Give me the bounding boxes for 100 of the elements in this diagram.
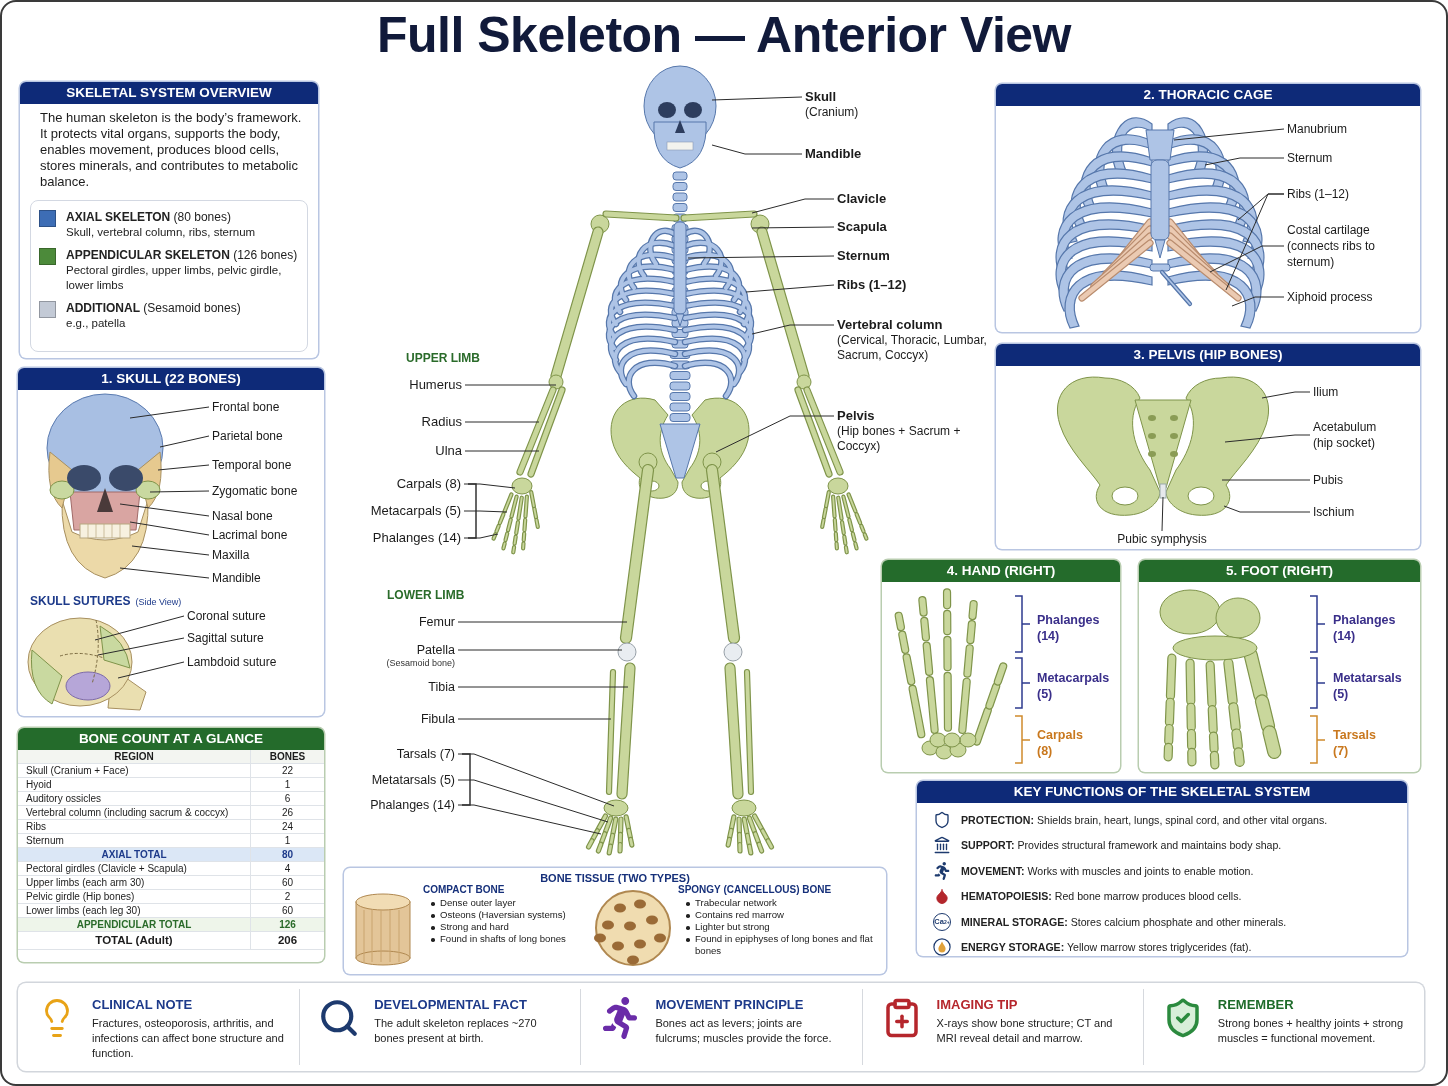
table-cell: BONES [250, 750, 324, 764]
label-note: (Hip bones + Sacrum + Coccyx) [837, 424, 962, 454]
bullet-text: Osteons (Haversian systems) [431, 909, 593, 921]
leader-line [711, 96, 803, 101]
bone-label: Patella [416, 642, 455, 658]
table-cell: 2 [250, 890, 324, 904]
bone-label: Maxilla [212, 547, 250, 563]
table-cell: Lower limbs (each leg 30) [18, 904, 250, 918]
bullet-text: Found in epiphyses of long bones and flat bones [686, 933, 878, 957]
panel-heading: BONE TISSUE (TWO TYPES) [540, 872, 690, 884]
leader-line [457, 649, 623, 651]
panel-card [18, 728, 324, 962]
bone-label: Mandible [805, 146, 862, 162]
note-text: Strong bones + healthy joints + strong muscles = functional movement. [1217, 1016, 1405, 1046]
bone-label: Vertebral column [837, 317, 943, 333]
section-heading: LOWER LIMB [387, 588, 465, 602]
leader-line [149, 490, 210, 493]
leader-line [97, 637, 185, 656]
bracket-label: Phalanges (14) [1037, 612, 1100, 644]
bone-label: Pubic symphysis [1117, 531, 1207, 547]
subheading-note: (Side View) [135, 597, 182, 607]
legend-text: ADDITIONAL (Sesamoid bones) [66, 300, 241, 316]
table-cell: 1 [250, 778, 324, 792]
function-text: PROTECTION: Shields brain, heart, lungs, spinal cord, and other vital organs. [961, 813, 1328, 826]
leader-line [463, 483, 516, 489]
bone-label: Nasal bone [212, 508, 273, 524]
note-title: MOVEMENT PRINCIPLE [655, 997, 805, 1012]
label-note: (Sesamoid bone) [386, 658, 455, 669]
bullet-text: Contains red marrow [686, 909, 878, 921]
leader-line [1173, 128, 1285, 141]
table-cell: AXIAL TOTAL [18, 848, 250, 862]
table-cell: 6 [250, 792, 324, 806]
leader-line [464, 384, 557, 386]
table-cell: Skull (Cranium + Face) [18, 764, 250, 778]
function-text: MOVEMENT: Works with muscles and joints to enable motion. [961, 864, 1254, 877]
leader-line [1261, 391, 1311, 399]
intro-text: The human skeleton is the body’s framework. It protects vital organs, supports the body, enables movement, produces blood cells, stores minerals, and contributes to metabolic balance. [40, 110, 303, 190]
bone-label: Clavicle [837, 191, 887, 207]
bone-label: Costal cartilage (connects ribs to sternum) [1287, 222, 1377, 270]
bone-label: Xiphoid process [1287, 289, 1373, 305]
bracket-label: Metacarpals (5) [1037, 670, 1110, 702]
table-cell: 24 [250, 820, 324, 834]
legend-description: e.g., patella [66, 316, 127, 331]
bullet-text: Lighter but strong [686, 921, 878, 933]
leader-line [117, 661, 185, 679]
subheading: SKULL SUTURES [30, 594, 131, 608]
bone-label: Pubis [1313, 472, 1344, 488]
panel-header: KEY FUNCTIONS OF THE SKELETAL SYSTEM [917, 781, 1407, 803]
bone-label: Skull [805, 89, 837, 105]
leader-line [464, 450, 540, 452]
leader-line [457, 686, 629, 688]
note-text: Fractures, osteoporosis, arthritis, and infections can affect bone structure and function. [92, 1016, 285, 1061]
leader-line [457, 718, 612, 720]
bone-label: Lambdoid suture [187, 654, 277, 670]
table-cell: Vertebral column (including sacrum & coccyx) [18, 806, 250, 820]
note-text: The adult skeleton replaces ~270 bones present at birth. [374, 1016, 538, 1046]
legend-description: Skull, vertebral column, ribs, sternum [66, 225, 256, 240]
function-text: ENERGY STORAGE: Yellow marrow stores triglycerides (fat). [961, 941, 1252, 954]
note-title: IMAGING TIP [936, 997, 1019, 1012]
bone-label: Ischium [1313, 504, 1355, 520]
note-text: X-rays show bone structure; CT and MRI reveal detail and marrow. [936, 1016, 1114, 1046]
leader-line [119, 503, 210, 517]
bullet-text: Strong and hard [431, 921, 593, 933]
table-cell: 206 [250, 932, 324, 950]
section-heading: UPPER LIMB [406, 351, 480, 365]
panel-card [344, 868, 886, 974]
leader-line [1224, 434, 1311, 443]
table-cell: 60 [250, 876, 324, 890]
leader-line [1223, 505, 1311, 513]
leader-line [1204, 157, 1285, 166]
table-cell: 26 [250, 806, 324, 820]
leader-line [129, 521, 210, 536]
leader-line [711, 144, 803, 155]
leader-line [1231, 296, 1285, 307]
bone-label: Coronal suture [187, 608, 266, 624]
leader-line [157, 464, 210, 471]
bone-label: Radius [421, 414, 462, 430]
leader-line [751, 226, 835, 229]
bone-label: Mandible [212, 570, 261, 586]
panel-card [917, 781, 1407, 956]
table-cell: 4 [250, 862, 324, 876]
panel-header: 1. SKULL (22 BONES) [18, 368, 324, 390]
bracket-label: Phalanges (14) [1333, 612, 1396, 644]
leader-line [159, 435, 210, 448]
function-text: SUPPORT: Provides structural framework and maintains body shap. [961, 839, 1282, 852]
table-cell: Pectoral girdles (Clavicle + Scapula) [18, 862, 250, 876]
bone-label: Tarsals (7) [396, 746, 455, 762]
bone-label: Tibia [428, 679, 455, 695]
bone-label: Ribs (1–12) [1287, 186, 1350, 202]
leader-line [457, 621, 628, 623]
bone-label: Scapula [837, 219, 887, 235]
panel-card [882, 560, 1120, 772]
leader-line [463, 510, 508, 513]
bone-label: Fibula [420, 711, 455, 727]
bone-label: Metatarsals (5) [371, 772, 455, 788]
bone-label: Phalanges (14) [370, 797, 455, 813]
bone-label: Humerus [409, 377, 462, 393]
bone-label: Metacarpals (5) [370, 503, 461, 519]
leader-line [457, 779, 609, 823]
panel-header: 2. THORACIC CAGE [996, 84, 1420, 106]
